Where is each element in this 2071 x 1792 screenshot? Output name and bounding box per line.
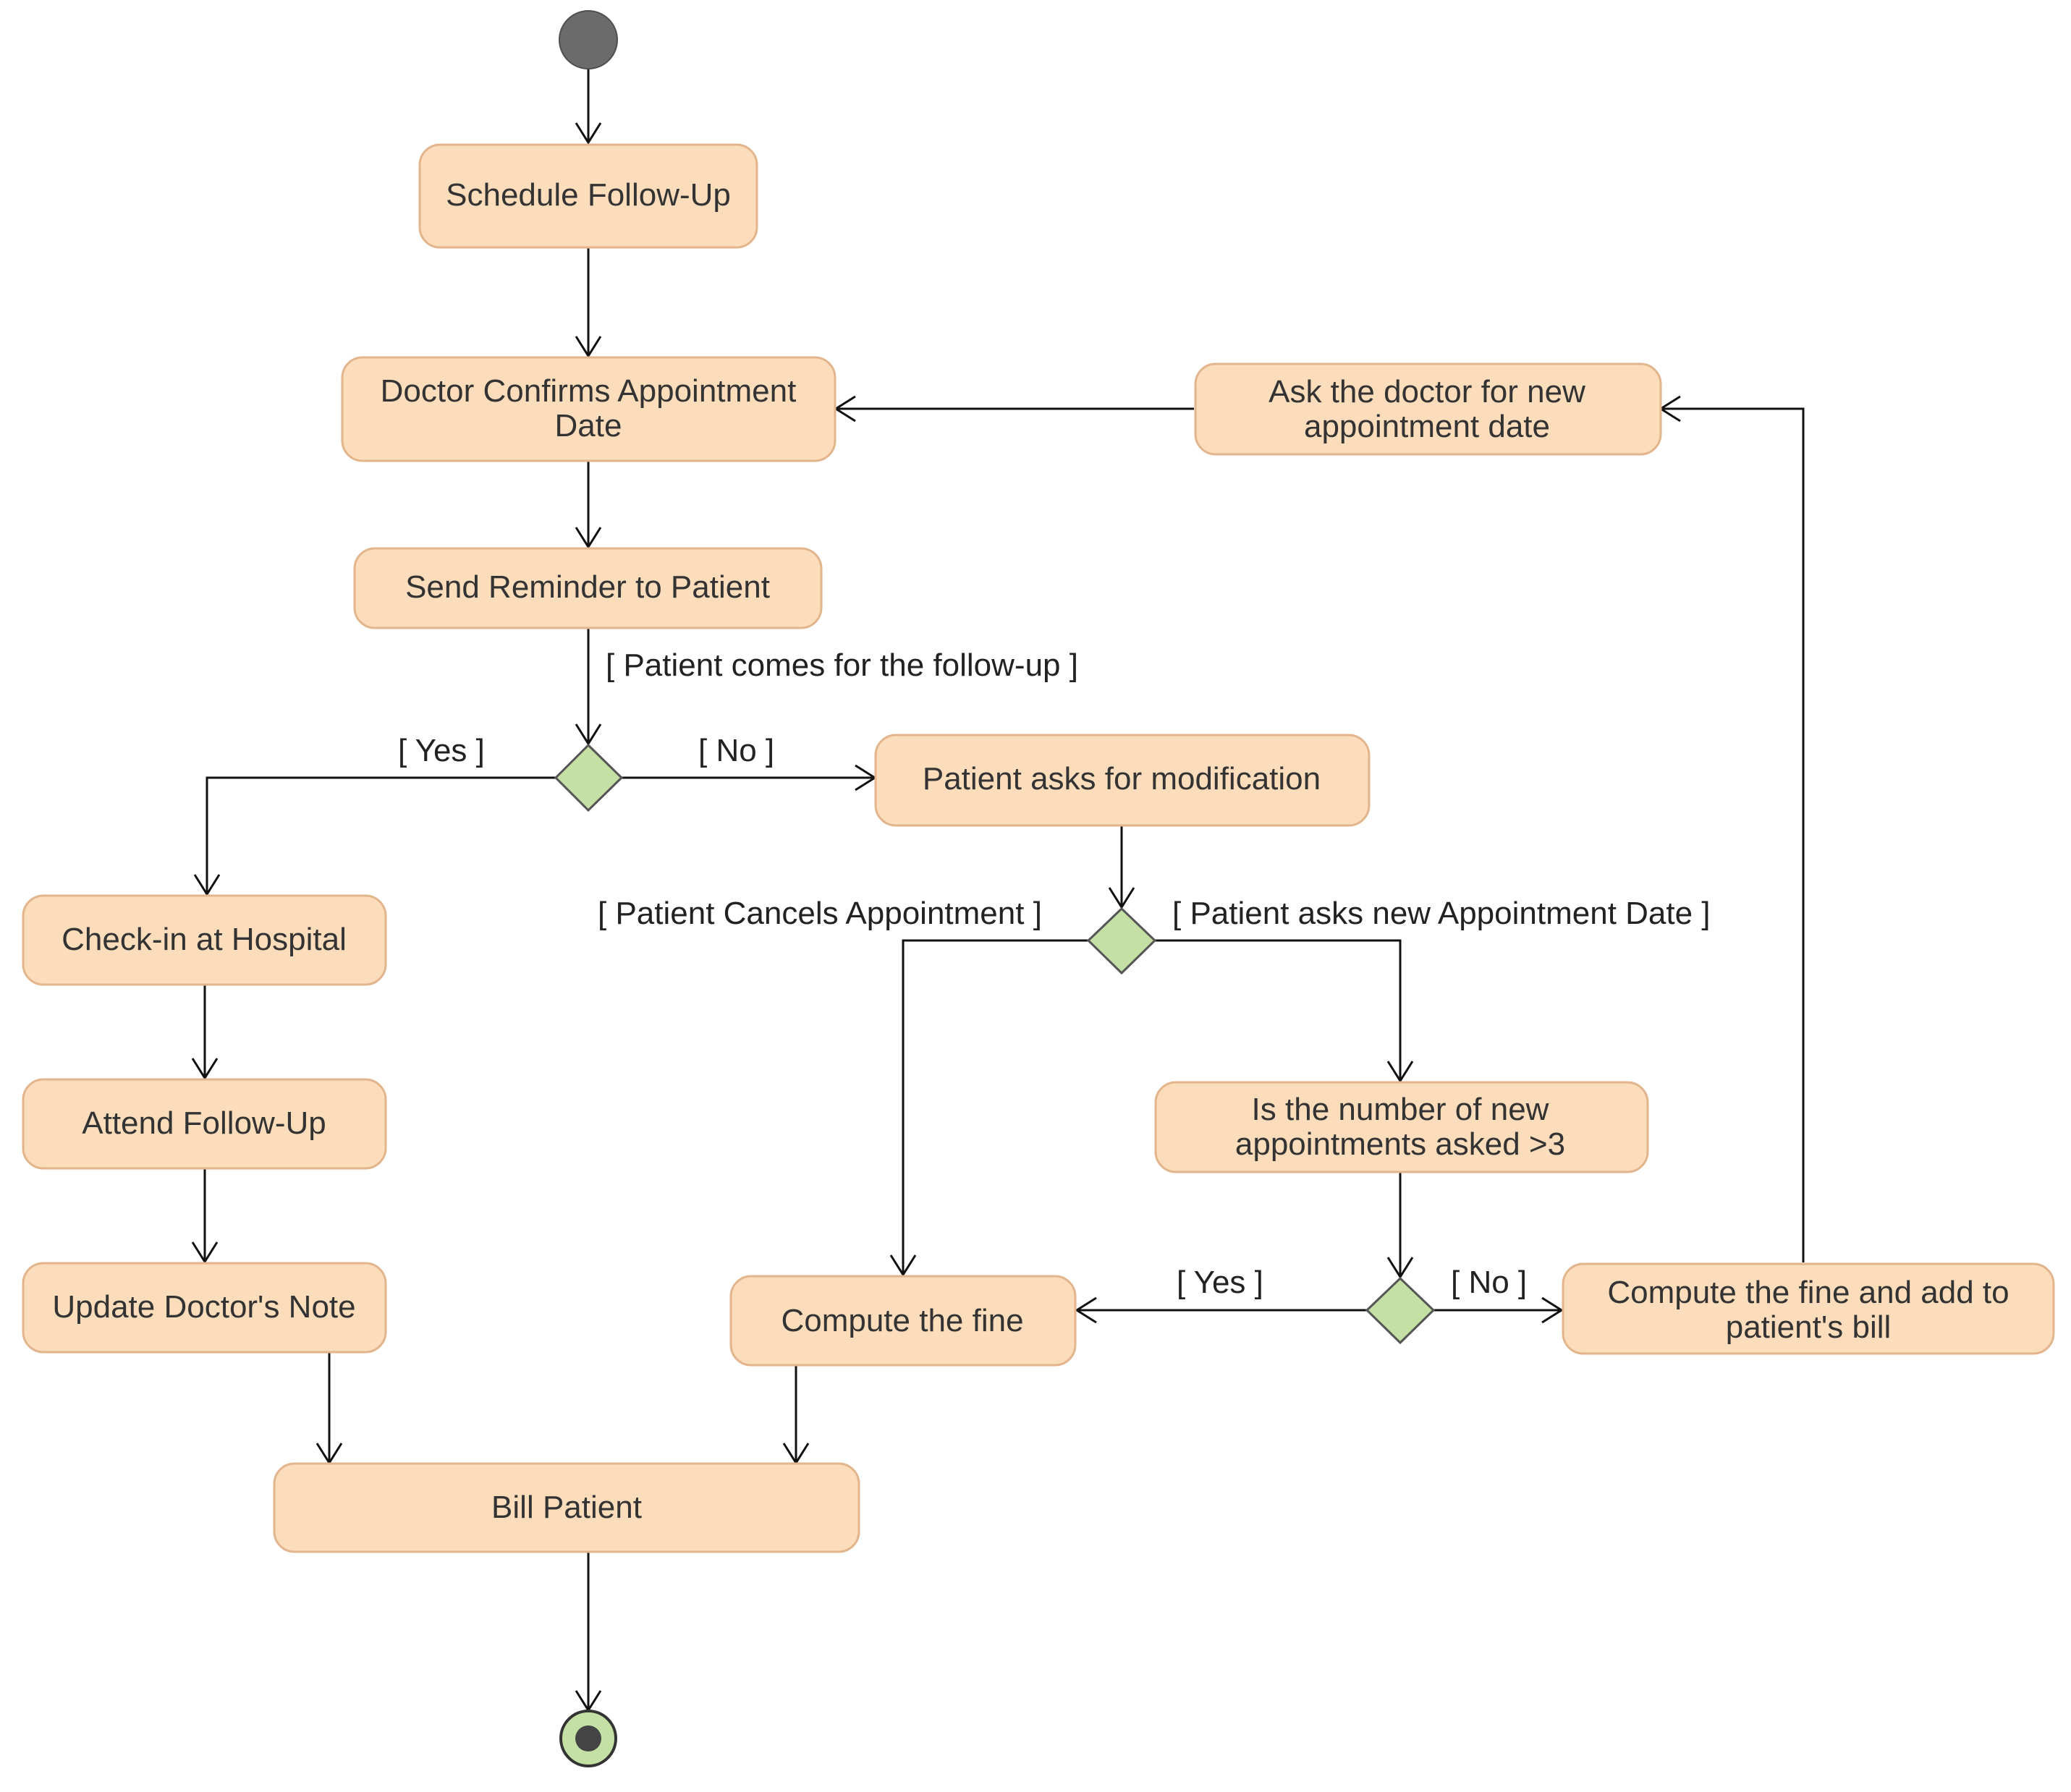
action-label: Send Reminder to Patient [405, 569, 770, 605]
action-label-line-2: Date [555, 408, 622, 443]
action-label: Update Doctor's Note [52, 1289, 355, 1325]
arrowhead-down [889, 1254, 917, 1277]
action-send-reminder: Send Reminder to Patient [353, 547, 823, 629]
edges [203, 69, 1805, 1710]
action-number-asked: Is the number of new appointments asked … [1154, 1081, 1649, 1173]
guard-patient-asks-new-date: [ Patient asks new Appointment Date ] [1172, 896, 1711, 931]
arrowhead-down [1386, 1061, 1414, 1083]
arrowhead-down [191, 1058, 219, 1080]
decision-more-than-three [1365, 1276, 1436, 1345]
action-bill-patient: Bill Patient [273, 1462, 860, 1553]
action-check-in: Check-in at Hospital [22, 894, 387, 986]
action-label: Check-in at Hospital [62, 922, 347, 957]
guard-patient-cancels: [ Patient Cancels Appointment ] [598, 896, 1042, 931]
action-doctor-confirms: Doctor Confirms Appointment Date [341, 356, 837, 462]
action-schedule-follow-up: Schedule Follow-Up [418, 143, 758, 249]
guard-no-compute-fine-add: [ No ] [1451, 1265, 1527, 1300]
edge-decision1-yes-to-checkin [206, 776, 556, 894]
guard-patient-comes: [ Patient comes for the follow-up ] [606, 647, 1078, 683]
edge-decision2-cancel-to-fine [902, 939, 1088, 1275]
action-label-line-1: Doctor Confirms Appointment [381, 373, 797, 409]
start-node [559, 10, 618, 69]
arrowhead-left [1075, 1296, 1097, 1324]
arrowhead-down [575, 122, 602, 145]
action-label-line-2: appointments asked >3 [1235, 1126, 1565, 1162]
guard-yes-check-in: [ Yes ] [398, 733, 485, 768]
arrowhead-down [575, 527, 602, 549]
decision-patient-comes [554, 743, 624, 812]
action-label-line-1: Ask the doctor for new [1269, 374, 1585, 409]
action-patient-asks-modification: Patient asks for modification [874, 734, 1371, 827]
guard-no-modification: [ No ] [698, 733, 774, 768]
arrowhead-right [1541, 1296, 1564, 1324]
action-label-line-1: Is the number of new [1252, 1092, 1549, 1127]
action-label: Patient asks for modification [923, 761, 1321, 797]
action-compute-fine-add: Compute the fine and add to patient's bi… [1562, 1262, 2055, 1355]
edge-fine-add-to-ask-doctor [1661, 407, 1805, 1262]
arrowhead-down [191, 1241, 219, 1264]
action-label: Compute the fine [781, 1303, 1023, 1338]
edge-decision2-new-date-to-count [1155, 939, 1402, 1081]
action-label: Attend Follow-Up [82, 1105, 326, 1141]
guard-yes-compute-fine: [ Yes ] [1177, 1265, 1263, 1300]
action-compute-fine: Compute the fine [729, 1275, 1077, 1367]
final-node [559, 1710, 617, 1767]
action-label: Bill Patient [491, 1490, 642, 1525]
action-label: Schedule Follow-Up [446, 177, 731, 213]
decision-modification-type [1086, 906, 1157, 975]
arrowhead-down [575, 336, 602, 358]
action-update-note: Update Doctor's Note [22, 1262, 387, 1354]
action-attend-follow-up: Attend Follow-Up [22, 1078, 387, 1170]
action-label-line-2: appointment date [1304, 409, 1550, 444]
action-label-line-1: Compute the fine and add to [1607, 1275, 2009, 1310]
action-ask-doctor-new-date: Ask the doctor for new appointment date [1194, 362, 1662, 456]
action-label-line-2: patient's bill [1726, 1309, 1892, 1345]
arrowhead-down [193, 874, 221, 896]
final-node-dot [575, 1725, 601, 1751]
